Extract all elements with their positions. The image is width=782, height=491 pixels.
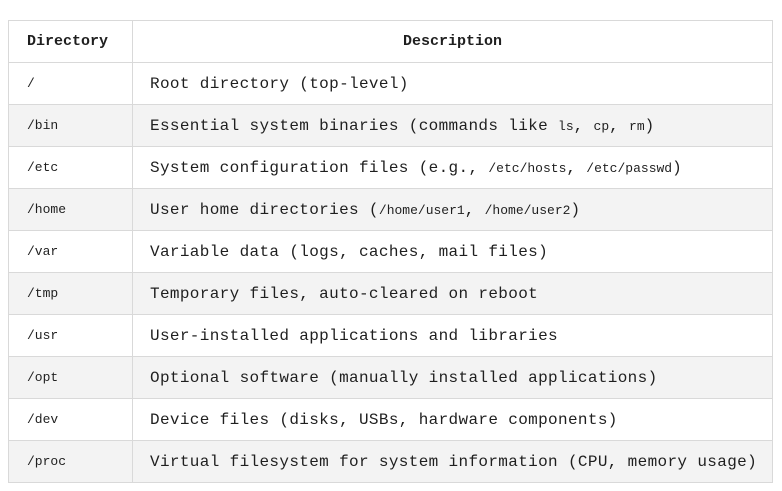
description-cell: System configuration files (e.g., /etc/h… [132, 146, 773, 189]
description-text: User-installed applications and librarie… [150, 326, 559, 345]
inline-code: cp [593, 118, 610, 134]
directory-cell: /etc [8, 146, 133, 189]
table-row: /var Variable data (logs, caches, mail fi… [8, 230, 773, 273]
description-text: User home directories ( [150, 200, 379, 219]
table-header-row: Directory Description [8, 20, 773, 63]
description-text: Virtual filesystem for system informatio… [150, 452, 758, 471]
directory-cell: /home [8, 188, 133, 231]
inline-code: rm [629, 118, 645, 134]
inline-code: /home/user2 [484, 202, 571, 218]
description-text: ) [644, 116, 655, 135]
description-text: Device files (disks, USBs, hardware comp… [150, 410, 618, 429]
description-cell: Optional software (manually installed ap… [132, 356, 773, 399]
description-text: Variable data (logs, caches, mail files) [150, 242, 549, 261]
description-text: , [566, 158, 587, 177]
description-text: , [573, 116, 594, 135]
description-text: , [464, 200, 485, 219]
description-cell: Root directory (top-level) [132, 62, 773, 105]
description-cell: Essential system binaries (commands like… [132, 104, 773, 147]
description-text: Optional software (manually installed ap… [150, 368, 658, 387]
table-row: /tmp Temporary files, auto-cleared on reb… [8, 272, 773, 315]
description-text: ) [570, 200, 581, 219]
table-row: /dev Device files (disks, USBs, hardware … [8, 398, 773, 441]
description-cell: Variable data (logs, caches, mail files) [132, 230, 773, 273]
directory-cell: /usr [8, 314, 133, 357]
inline-code: /etc/passwd [586, 160, 673, 176]
directory-cell: /proc [8, 440, 133, 483]
directory-table: Directory Description / Root directory (t… [8, 20, 773, 483]
table-row: /proc Virtual filesystem for system infor… [8, 440, 773, 483]
header-directory: Directory [8, 20, 133, 63]
description-text: Root directory (top-level) [150, 74, 409, 93]
inline-code: /home/user1 [378, 202, 465, 218]
description-text: Temporary files, auto-cleared on reboot [150, 284, 539, 303]
directory-cell: /tmp [8, 272, 133, 315]
description-text: ) [672, 158, 683, 177]
description-cell: User-installed applications and librarie… [132, 314, 773, 357]
description-text: , [609, 116, 630, 135]
directory-cell: /opt [8, 356, 133, 399]
directory-cell: /var [8, 230, 133, 273]
description-text: Essential system binaries (commands like [150, 116, 559, 135]
description-cell: Device files (disks, USBs, hardware comp… [132, 398, 773, 441]
description-cell: Virtual filesystem for system informatio… [132, 440, 773, 483]
description-cell: Temporary files, auto-cleared on reboot [132, 272, 773, 315]
directory-cell: /dev [8, 398, 133, 441]
table-row: /usr User-installed applications and libr… [8, 314, 773, 357]
inline-code: /etc/hosts [488, 160, 567, 176]
header-description: Description [132, 20, 773, 63]
inline-code: ls [558, 118, 574, 134]
description-text: System configuration files (e.g., [150, 158, 489, 177]
table-row: /opt Optional software (manually installe… [8, 356, 773, 399]
table-row: / Root directory (top-level) [8, 62, 773, 105]
description-cell: User home directories (/home/user1, /hom… [132, 188, 773, 231]
directory-cell: /bin [8, 104, 133, 147]
directory-cell: / [8, 62, 133, 105]
